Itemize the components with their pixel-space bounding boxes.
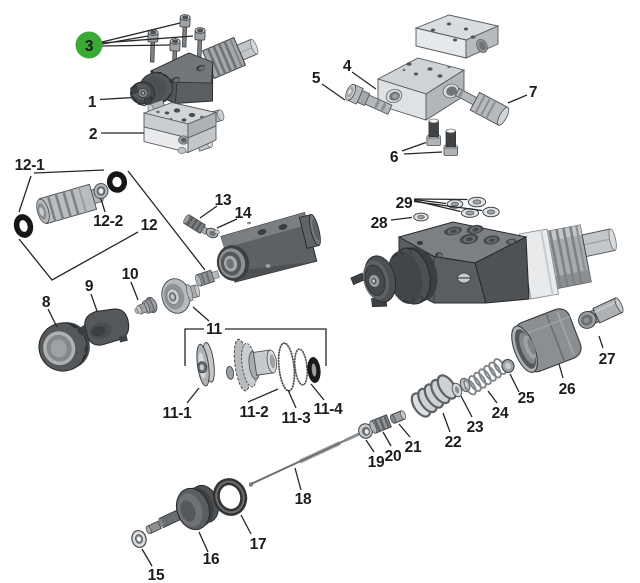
svg-text:11: 11 bbox=[206, 321, 222, 338]
svg-text:29: 29 bbox=[396, 195, 413, 212]
svg-text:17: 17 bbox=[250, 536, 267, 553]
svg-text:8: 8 bbox=[42, 294, 51, 311]
svg-text:16: 16 bbox=[203, 551, 220, 568]
svg-text:9: 9 bbox=[85, 278, 94, 295]
svg-text:22: 22 bbox=[445, 434, 462, 451]
svg-text:11-3: 11-3 bbox=[282, 410, 312, 427]
svg-text:12-1: 12-1 bbox=[15, 157, 46, 174]
svg-text:21: 21 bbox=[405, 439, 422, 456]
svg-text:11-4: 11-4 bbox=[314, 401, 344, 418]
svg-text:7: 7 bbox=[529, 84, 537, 101]
svg-text:28: 28 bbox=[371, 215, 388, 232]
svg-text:13: 13 bbox=[215, 192, 232, 209]
svg-text:11-1: 11-1 bbox=[163, 405, 193, 422]
svg-text:12: 12 bbox=[141, 217, 158, 234]
svg-text:19: 19 bbox=[368, 454, 385, 471]
svg-text:3: 3 bbox=[85, 38, 94, 55]
svg-text:4: 4 bbox=[343, 58, 352, 75]
svg-text:27: 27 bbox=[599, 351, 616, 368]
svg-text:20: 20 bbox=[385, 448, 402, 465]
svg-text:6: 6 bbox=[390, 149, 399, 166]
svg-text:26: 26 bbox=[559, 381, 576, 398]
svg-text:12-2: 12-2 bbox=[93, 213, 123, 230]
svg-text:10: 10 bbox=[122, 266, 139, 283]
svg-text:24: 24 bbox=[492, 405, 509, 422]
svg-text:23: 23 bbox=[467, 419, 484, 436]
svg-text:18: 18 bbox=[295, 491, 312, 508]
svg-text:14: 14 bbox=[235, 205, 252, 222]
svg-text:15: 15 bbox=[148, 567, 165, 583]
svg-text:2: 2 bbox=[89, 126, 97, 143]
svg-text:5: 5 bbox=[312, 70, 321, 87]
svg-text:1: 1 bbox=[88, 94, 97, 111]
svg-text:11-2: 11-2 bbox=[240, 404, 269, 421]
svg-text:25: 25 bbox=[518, 390, 535, 407]
